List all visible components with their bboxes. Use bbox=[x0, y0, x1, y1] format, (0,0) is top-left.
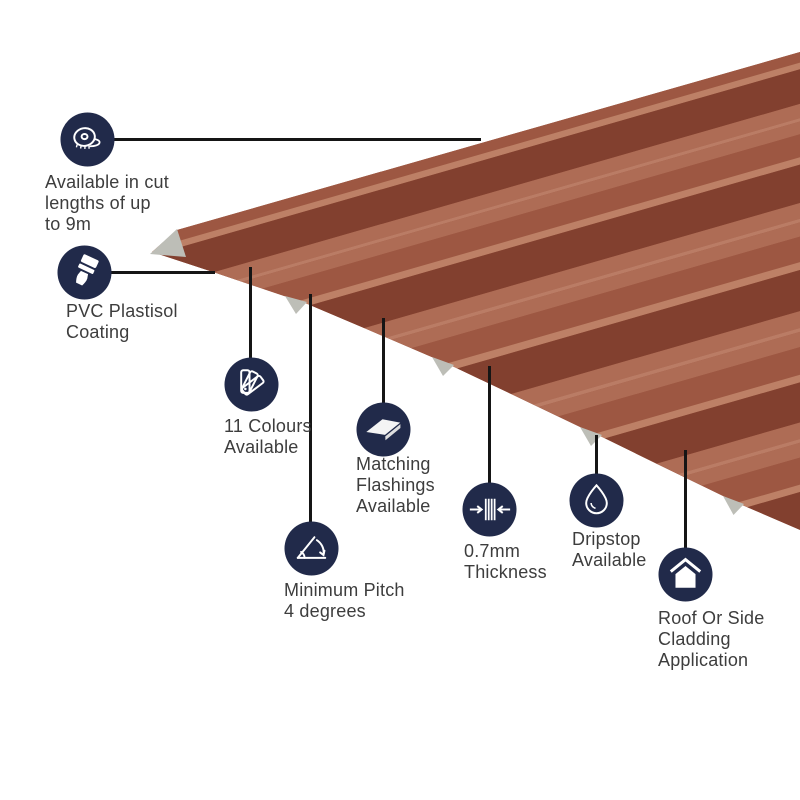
colour-swatch-icon bbox=[224, 357, 279, 412]
label-dripstop: Dripstop Available bbox=[572, 529, 647, 570]
connector-cut-lengths bbox=[112, 138, 481, 141]
house-icon bbox=[658, 547, 713, 602]
connector-pvc-coating bbox=[110, 271, 215, 274]
label-cut-lengths: Available in cut lengths of up to 9m bbox=[45, 172, 169, 234]
label-pvc-coating: PVC Plastisol Coating bbox=[66, 301, 178, 342]
tape-measure-icon bbox=[60, 112, 115, 167]
label-pitch: Minimum Pitch 4 degrees bbox=[284, 580, 405, 621]
thickness-icon bbox=[462, 482, 517, 537]
paint-brush-icon bbox=[57, 245, 112, 300]
connector-cladding bbox=[684, 450, 687, 550]
label-cladding: Roof Or Side Cladding Application bbox=[658, 608, 765, 670]
label-flashings: Matching Flashings Available bbox=[356, 454, 435, 516]
connector-dripstop bbox=[595, 435, 598, 476]
connector-pitch bbox=[309, 294, 312, 524]
connector-colours bbox=[249, 267, 252, 360]
droplet-icon bbox=[569, 473, 624, 528]
connector-thickness bbox=[488, 366, 491, 485]
pitch-angle-icon bbox=[284, 521, 339, 576]
label-colours: 11 Colours Available bbox=[224, 416, 312, 457]
connector-flashings bbox=[382, 318, 385, 405]
flashing-icon bbox=[356, 402, 411, 457]
label-thickness: 0.7mm Thickness bbox=[464, 541, 547, 582]
